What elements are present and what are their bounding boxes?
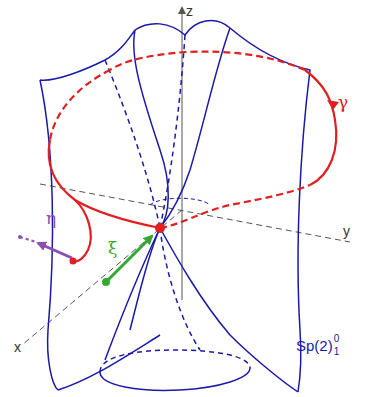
surface-edge — [135, 21, 230, 35]
vector-arrow — [38, 243, 72, 258]
surface-edge — [160, 228, 298, 392]
surface-edge — [105, 228, 160, 360]
vector-arrow — [106, 236, 152, 282]
axis-label: x — [14, 340, 21, 354]
vector-start — [102, 278, 110, 286]
subscript: 1 — [334, 347, 340, 357]
superscript: 0 — [334, 334, 340, 344]
identity-point — [155, 223, 165, 233]
surface-edge — [40, 80, 58, 390]
base-point — [70, 258, 77, 265]
y-axis — [40, 184, 350, 242]
curve-segment — [49, 140, 160, 228]
curve-arrowhead — [327, 100, 339, 110]
xi-vector — [102, 223, 165, 286]
curve-label: γ — [338, 94, 348, 111]
vector-tip — [18, 235, 22, 239]
x-axis — [22, 210, 182, 345]
vector-label: η — [46, 210, 56, 227]
surface-edge — [40, 30, 168, 228]
surface-label: Sp(2) — [296, 338, 333, 353]
curve-segment — [73, 200, 91, 262]
bottom-rim — [100, 368, 250, 390]
curve-segment — [160, 185, 310, 228]
vector-label: ξ — [108, 240, 117, 257]
curve-segment — [110, 52, 305, 70]
surface-edge — [160, 28, 230, 228]
surface-outline — [40, 21, 310, 392]
hidden-edge — [160, 228, 200, 350]
neck-ellipse — [150, 198, 210, 205]
hidden-edge — [105, 60, 160, 228]
eta-vector — [18, 235, 77, 265]
gamma-curve — [49, 52, 339, 262]
hidden-edge — [160, 35, 185, 228]
axis-label: y — [343, 224, 350, 238]
bottom-rim-hidden — [100, 350, 250, 372]
vector-extension — [20, 237, 36, 242]
curve-segment — [305, 70, 336, 185]
curve-segment — [50, 70, 110, 140]
axis-label: z — [186, 4, 193, 18]
